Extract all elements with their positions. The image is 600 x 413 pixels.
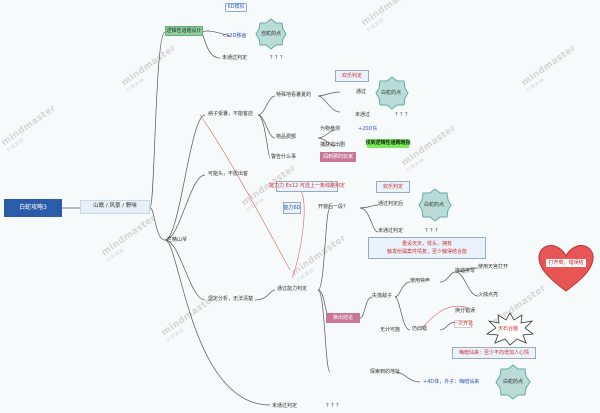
reach-node: 坚定分析，无法清楚	[208, 296, 254, 302]
warn-node: 可能头，不愿出客	[208, 171, 249, 177]
pass-label: 通过	[356, 89, 367, 95]
special-node: 特殊地看暑夏的	[276, 92, 312, 98]
pass-award-label: 白蛇的点	[381, 90, 402, 96]
self-comp-label: 自蛇的点	[261, 31, 282, 37]
logic-design-node[interactable]: 逻辑性谜题设计	[165, 26, 203, 36]
not-pass-label: 未通过	[355, 112, 371, 118]
use-hero-node: 使用天宫打开	[478, 264, 509, 270]
end-node: 未通过判定	[272, 403, 298, 409]
not-judge-2: 未通过判定	[378, 228, 404, 234]
heart-shape[interactable]	[537, 243, 595, 293]
block-node: 纳子受暑，不能客店	[208, 111, 254, 117]
happy-judge-2[interactable]: 欢乐判定	[376, 181, 410, 193]
plus4-node: +4D体，外子：晦暗仙来	[423, 379, 480, 385]
qmarks-4: ？？？	[326, 403, 342, 409]
happy-judge-1[interactable]: 欢乐判定	[335, 70, 369, 82]
fire-tag-node: 换分错误	[455, 308, 476, 314]
hint-box[interactable]: 能力力 Ex12 可选上一条线路判定	[269, 181, 345, 192]
cost-node: 物品费额	[276, 134, 297, 140]
root-node[interactable]: 白蛇攻略3	[4, 199, 62, 217]
logic-pen: 捕获逃出剧	[320, 142, 346, 148]
snake-cloud-2[interactable]	[418, 188, 452, 222]
pink-tag-2[interactable]: 换出结论	[326, 313, 360, 323]
pass-judge-node: 通过判定后	[378, 201, 404, 207]
snake-cloud-3[interactable]	[495, 364, 531, 400]
green-clue-tag[interactable]: 找到逻辑性谜题暗指	[365, 139, 411, 148]
police-node: 警告什么事	[271, 154, 297, 160]
star-label: 天石台脑	[498, 326, 519, 332]
pink-tag-1[interactable]: 闯到那的玩家	[320, 152, 356, 162]
ability-judge-node: 通过能力判定	[277, 286, 308, 292]
star-shape[interactable]	[486, 312, 534, 346]
small-bubble[interactable]: 一次开花	[453, 320, 474, 328]
qmarks-1: ？？？	[270, 55, 286, 61]
self-comp-cloud[interactable]	[255, 18, 287, 50]
blue-note-box[interactable]: 重设天天，低头，拥有触发纷漏案件情复，至少触得结合能	[368, 237, 486, 259]
branch-main[interactable]: 山歌 / 风景 / 野味	[80, 200, 150, 214]
lose-node: 失落敌子	[372, 293, 393, 299]
find-node: 探索到的地址	[370, 369, 401, 375]
snake-label-2: 白蛇的点	[424, 202, 445, 208]
heart-label: 打开菜，错误结	[545, 258, 587, 268]
bubble-p[interactable]: 晦暗仙来：至少不向增加人心情	[452, 347, 536, 359]
ability-bubble[interactable]: 能力6D	[283, 202, 301, 214]
fire-node: 火烛点亮	[478, 292, 499, 298]
tree-6-bubble[interactable]: 6D模拟	[225, 3, 247, 12]
check-items: 为物参测	[320, 126, 341, 132]
snake-label-3: 白蛇的点	[503, 379, 524, 385]
check-20: +20D东	[358, 126, 378, 132]
qmarks-2: ？？？	[395, 112, 411, 118]
branch-left-node: 拦精山爷	[167, 237, 188, 243]
not-judged-1: 未通过判定	[222, 55, 248, 61]
tree-12-label: <12D移画	[222, 33, 247, 39]
qmarks-3: ？？？	[425, 228, 441, 234]
not-stand-node: 无计可施	[380, 327, 401, 333]
kill-trig-node: 换错拼写	[455, 268, 476, 274]
pass-award-cloud[interactable]	[375, 76, 409, 110]
open-node: 开窗后一段？	[318, 204, 349, 210]
see-ok-node: 仍旧错	[412, 326, 428, 332]
use-bell-node: 使用钟声	[410, 278, 431, 284]
